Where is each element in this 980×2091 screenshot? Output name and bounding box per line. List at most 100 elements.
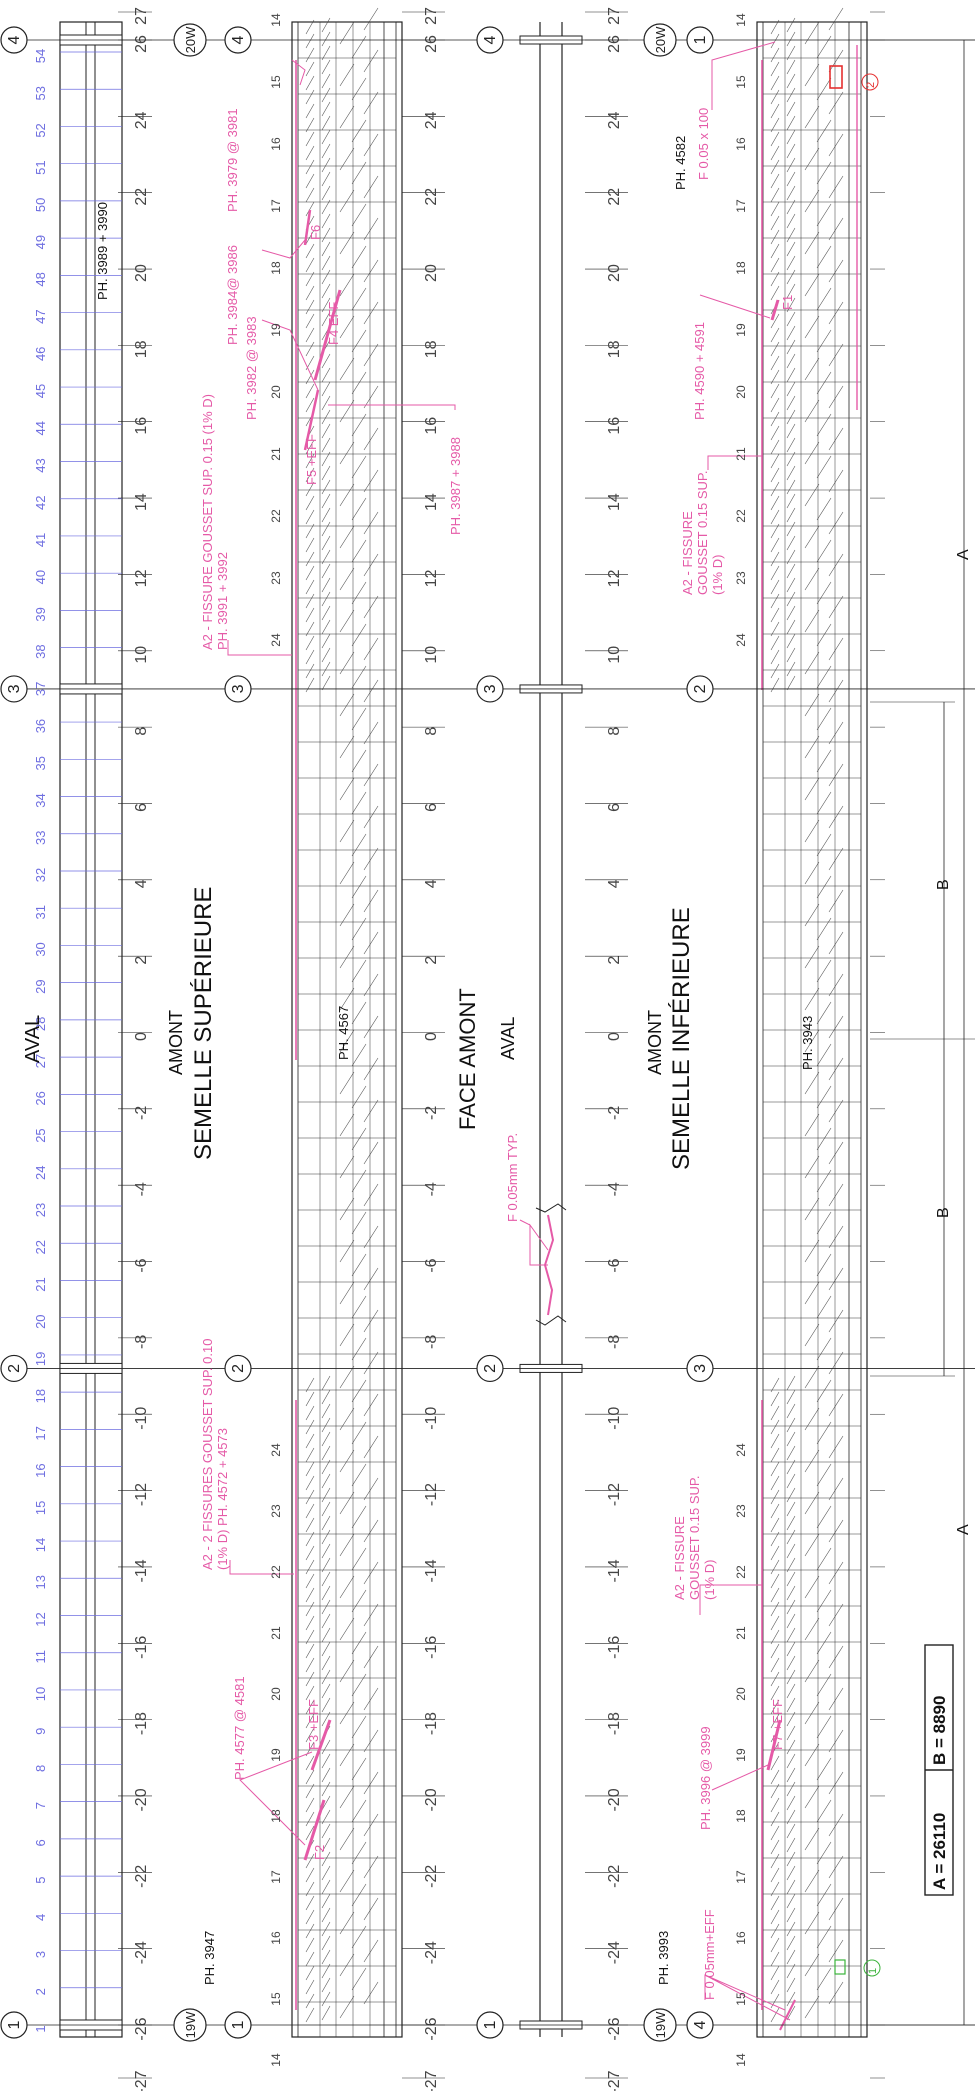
row-number-label: 10 — [606, 646, 623, 664]
crack-hatch-line — [351, 665, 367, 689]
crack-hatch-line — [363, 1057, 379, 1081]
crack-hatch-line — [816, 1337, 832, 1361]
crack-hatch-line — [363, 1183, 379, 1207]
crack-hatch-line — [770, 523, 780, 539]
sheet-number-label: 27 — [33, 1054, 48, 1068]
crack-hatch-line — [363, 7, 379, 31]
panel2-crack-hatching — [305, 7, 379, 2023]
crack-hatch-line — [321, 1669, 331, 1685]
crack-hatch-line — [786, 1501, 796, 1517]
crack-hatch-line — [339, 1911, 355, 1935]
crack-hatch-line — [786, 1865, 796, 1881]
panel2-ph-4567: PH. 3947 — [202, 1930, 217, 1985]
crack-hatch-line — [816, 77, 832, 101]
crack-hatch-line — [305, 1811, 315, 1827]
crack-hatch-line — [321, 1585, 331, 1601]
crack-hatch-line — [321, 1529, 331, 1545]
grid-bubble — [224, 2011, 252, 2039]
panel4-number-bottom: 24 — [734, 1443, 748, 1457]
crack-hatch-line — [321, 1389, 331, 1405]
crack-hatch-line — [321, 1795, 331, 1811]
crack-hatch-line — [770, 201, 780, 217]
crack-hatch-line — [770, 663, 780, 679]
crack-hatch-line — [770, 131, 780, 147]
crack-hatch-line — [351, 749, 367, 773]
crack-hatch-line — [804, 63, 820, 87]
crack-hatch-line — [305, 145, 315, 161]
crack-hatch-line — [816, 1085, 832, 1109]
crack-hatch-line — [339, 483, 355, 507]
crack-hatch-line — [786, 325, 796, 341]
crack-hatch-line — [305, 1699, 315, 1715]
crack-hatch-line — [305, 243, 315, 259]
crack-hatch-line — [305, 1559, 315, 1575]
crack-hatch-line — [339, 21, 355, 45]
panel2-main-title: SEMELLE SUPÉRIEURE — [190, 886, 217, 1160]
note-f005x100: F 0.05 x 100 — [696, 107, 711, 180]
row-number-label: 26 — [606, 35, 623, 53]
crack-hatch-line — [351, 371, 367, 395]
crack-hatch-line — [321, 1879, 331, 1895]
row-number-label: -24 — [423, 1941, 440, 1964]
crack-hatch-line — [786, 101, 796, 117]
panel2-number-bottom: 21 — [269, 1626, 283, 1640]
crack-hatch-line — [770, 1503, 780, 1519]
row-number-label: -2 — [606, 1106, 623, 1120]
panel-aval-strip: 1234567891011121314151617181920212223242… — [33, 21, 123, 2038]
crack-hatch-line — [786, 59, 796, 75]
crack-hatch-line — [804, 819, 820, 843]
sheet-number-label: 16 — [33, 1463, 48, 1477]
crack-hatch-line — [786, 1543, 796, 1559]
crack-hatch-line — [770, 495, 780, 511]
crack-hatch-line — [321, 1977, 331, 1993]
crack-hatch-line — [816, 833, 832, 857]
crack-hatch-line — [786, 395, 796, 411]
row-number-label: -4 — [133, 1182, 150, 1196]
sheet-number-label: 33 — [33, 831, 48, 845]
crack-hatch-line — [321, 311, 331, 327]
crack-hatch-line — [828, 553, 844, 577]
crack-hatch-line — [786, 269, 796, 285]
crack-hatch-line — [786, 1809, 796, 1825]
row-number-label: -10 — [606, 1407, 623, 1430]
crack-hatch-line — [770, 1545, 780, 1561]
crack-hatch-line — [321, 675, 331, 691]
crack-hatch-line — [828, 1351, 844, 1375]
crack-hatch-line — [351, 707, 367, 731]
row-number-label: -22 — [606, 1865, 623, 1888]
panel2-number-top: 20 — [269, 385, 283, 399]
row-number-label: -27 — [133, 2070, 150, 2091]
crack-hatch-line — [305, 1755, 315, 1771]
crack-hatch-line — [786, 1837, 796, 1853]
crack-hatch-line — [786, 1767, 796, 1783]
row-number-label: 2 — [423, 956, 440, 965]
crack-hatch-line — [786, 1921, 796, 1937]
crack-hatch-line — [786, 563, 796, 579]
row-number-label: 8 — [423, 727, 440, 736]
sheet-number-label: 23 — [33, 1203, 48, 1217]
crack-hatch-line — [363, 1519, 379, 1543]
crack-hatch-line — [828, 1687, 844, 1711]
crack-hatch-line — [363, 343, 379, 367]
crack-hatch-line — [770, 1391, 780, 1407]
panel4-ph-4582: PH. 4582 — [673, 135, 688, 190]
crack-hatch-line — [305, 397, 315, 413]
crack-hatch-line — [804, 1659, 820, 1683]
crack-hatch-line — [786, 1963, 796, 1979]
crack-hatch-line — [828, 1099, 844, 1123]
leader-gusset-p4-top — [707, 455, 762, 470]
crack-hatch-line — [339, 105, 355, 129]
crack-hatch-line — [786, 1879, 796, 1895]
crack-hatch-line — [351, 1925, 367, 1949]
panel2-number-bottom: 19 — [269, 1748, 283, 1762]
crack-hatch-line — [828, 763, 844, 787]
sheet-number-label: 53 — [33, 86, 48, 100]
sheet-number-label: 2 — [33, 1988, 48, 1995]
row-number-label: -8 — [423, 1335, 440, 1349]
crack-hatch-line — [321, 1445, 331, 1461]
sheet-number-label: 32 — [33, 868, 48, 882]
crack-hatch-line — [786, 171, 796, 187]
crack-hatch-line — [351, 1715, 367, 1739]
crack-hatch-line — [786, 521, 796, 537]
crack-hatch-line — [363, 1687, 379, 1711]
